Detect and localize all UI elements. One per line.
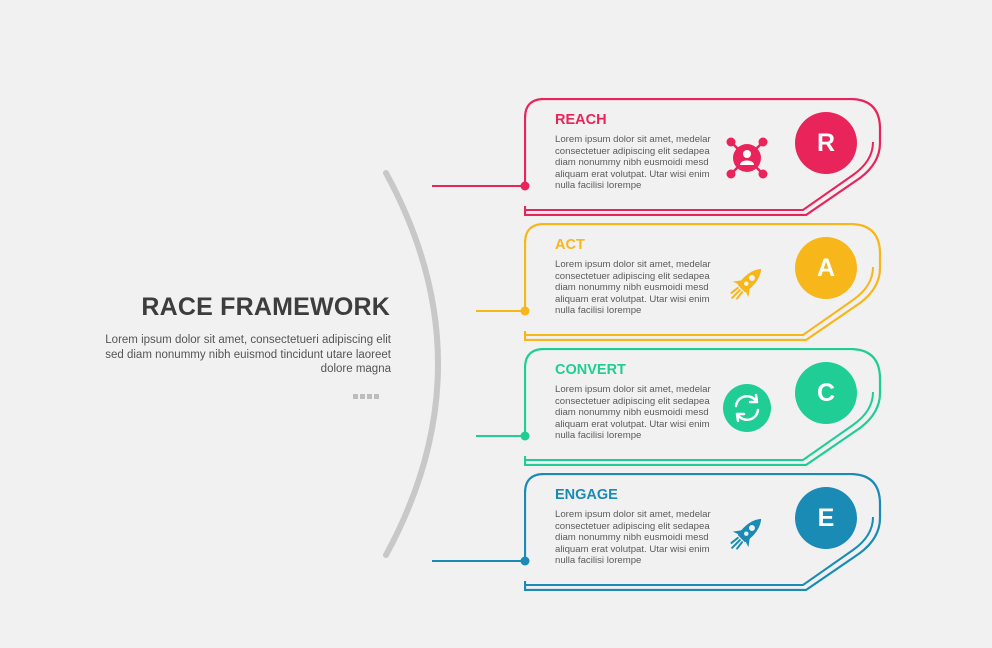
- step-card-outline: [524, 348, 882, 466]
- step-letter-badge: A: [795, 237, 857, 299]
- step-card-act: ACT Lorem ipsum dolor sit amet, medelar …: [524, 223, 884, 341]
- rocket-icon: [721, 257, 773, 309]
- step-card-reach: REACH Lorem ipsum dolor sit amet, medela…: [524, 98, 884, 216]
- step-letter-badge: E: [795, 487, 857, 549]
- refresh-cycle-icon: [721, 382, 773, 434]
- page-title: RACE FRAMEWORK: [141, 293, 390, 321]
- step-title: CONVERT: [555, 362, 626, 378]
- step-title: ENGAGE: [555, 487, 618, 503]
- step-connectors: [432, 181, 530, 566]
- page-subtitle: Lorem ipsum dolor sit amet, consectetuer…: [105, 334, 391, 375]
- step-card-outline: [524, 223, 882, 341]
- step-description: Lorem ipsum dolor sit amet, medelar cons…: [555, 134, 711, 191]
- dot-separator: [353, 386, 381, 404]
- step-card-outline: [524, 473, 882, 591]
- step-card-outline: [524, 98, 882, 216]
- step-letter-badge: R: [795, 112, 857, 174]
- step-title: REACH: [555, 112, 607, 128]
- rocket-icon: [721, 507, 773, 559]
- step-letter-badge: C: [795, 362, 857, 424]
- step-description: Lorem ipsum dolor sit amet, medelar cons…: [555, 384, 711, 441]
- step-title: ACT: [555, 237, 585, 253]
- user-network-icon: [721, 132, 773, 184]
- step-description: Lorem ipsum dolor sit amet, medelar cons…: [555, 509, 711, 566]
- bracket-arc: [383, 170, 441, 558]
- step-description: Lorem ipsum dolor sit amet, medelar cons…: [555, 259, 711, 316]
- step-card-convert: CONVERT Lorem ipsum dolor sit amet, mede…: [524, 348, 884, 466]
- step-card-engage: ENGAGE Lorem ipsum dolor sit amet, medel…: [524, 473, 884, 591]
